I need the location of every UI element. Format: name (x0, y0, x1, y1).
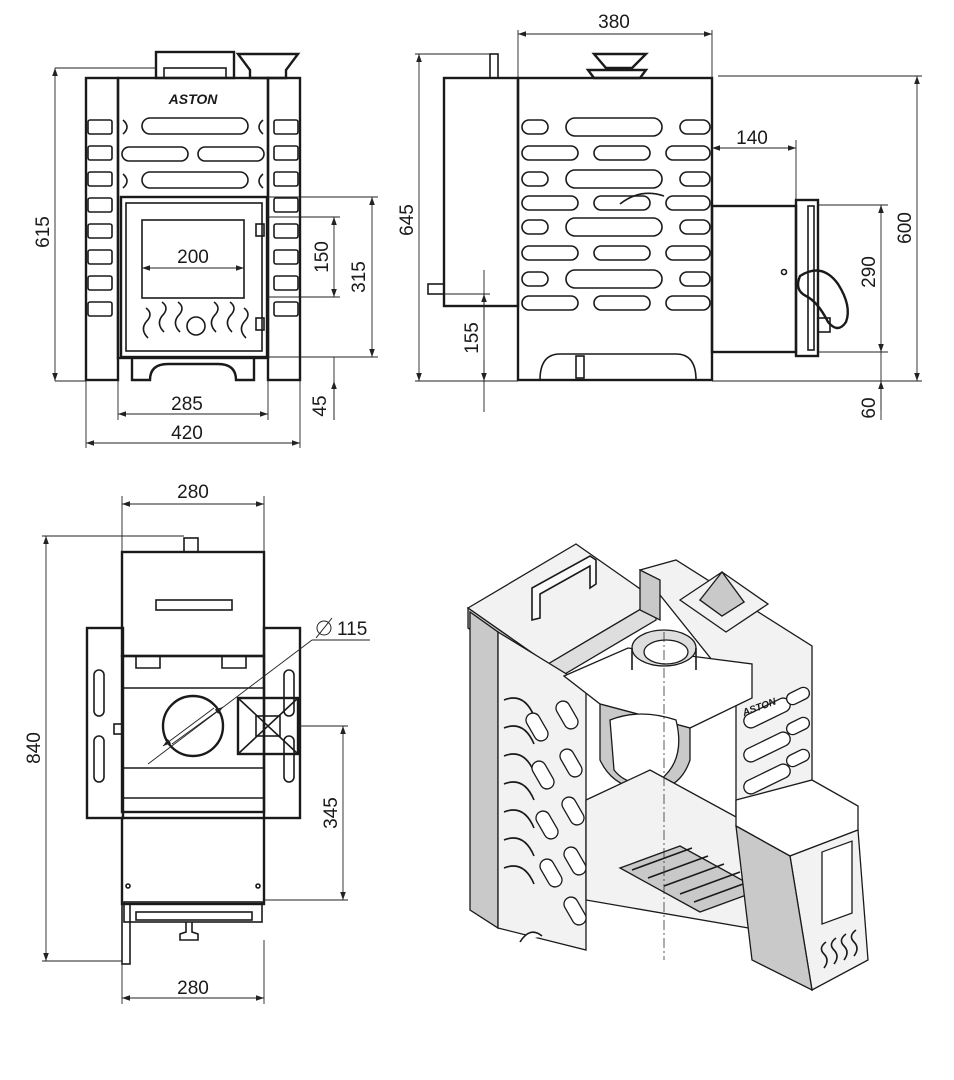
side-pipe-height-dim: 155 (462, 322, 483, 354)
firebox-door (119, 195, 269, 359)
left-rail-slots (87, 119, 113, 317)
side-tunnel-height-dim: 290 (859, 256, 880, 288)
front-total-width-dim: 420 (171, 423, 203, 444)
front-glass-width-dim: 200 (177, 247, 209, 268)
top-pipe-offset-dim: 345 (321, 797, 342, 829)
top-view: 280 115 840 345 280 (24, 482, 370, 1004)
brand-logo: ASTON (168, 91, 219, 107)
side-tunnel-base-dim: 60 (859, 397, 880, 418)
front-height-dim: 615 (33, 216, 54, 248)
side-body-slots (521, 117, 711, 311)
right-rail-slots (273, 119, 299, 317)
top-pipe-diameter-dim: 115 (337, 619, 367, 640)
front-opening-height-dim: 315 (349, 261, 370, 293)
top-bottom-width-dim: 280 (177, 978, 209, 999)
iso-right-slots (743, 686, 811, 795)
front-view: ASTON (33, 50, 378, 448)
isometric-cutaway-view: ASTON (466, 543, 869, 992)
iso-grate (618, 845, 762, 913)
iso-door-flames (820, 929, 858, 969)
front-door-height-dim: 150 (312, 241, 333, 273)
side-depth-dim: 380 (598, 12, 630, 33)
side-tunnel-dim: 140 (736, 128, 768, 149)
side-tunnel-total-dim: 600 (895, 212, 916, 244)
front-body-slots (121, 117, 265, 189)
firebox-tunnel (710, 198, 849, 358)
top-total-length-dim: 840 (24, 732, 45, 764)
front-door-width-dim: 285 (171, 394, 203, 415)
front-base-offset-dim: 45 (310, 395, 331, 416)
iso-panel-slots (503, 697, 587, 926)
chimney-pipe (161, 694, 225, 758)
side-view: 380 140 645 155 600 290 60 (397, 12, 922, 420)
top-width-dim: 280 (177, 482, 209, 503)
side-height-dim: 645 (397, 204, 418, 236)
